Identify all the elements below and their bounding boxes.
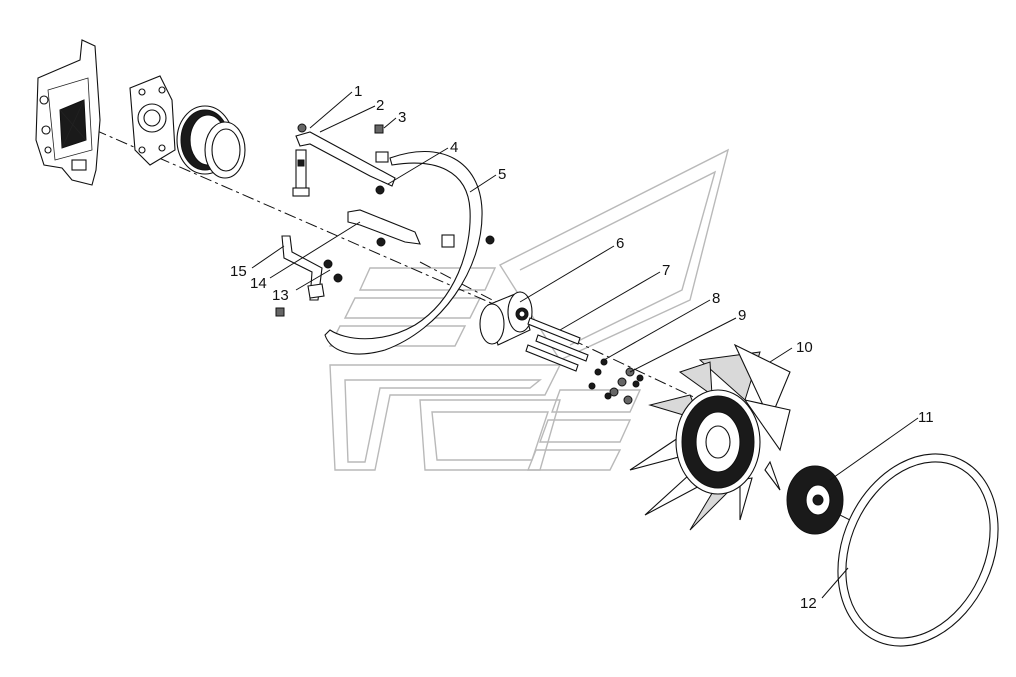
studs [525, 317, 589, 372]
bolt-3 [374, 124, 389, 195]
callout-12: 12 [800, 595, 817, 612]
callout-4: 4 [450, 139, 458, 156]
fan-clutch-hub [479, 291, 533, 346]
nuts-washers [588, 358, 644, 405]
guard-ring [837, 453, 999, 647]
callout-1: 1 [354, 83, 362, 100]
callout-8: 8 [712, 290, 720, 307]
callout-14: 14 [250, 275, 267, 292]
callout-10: 10 [796, 339, 813, 356]
callout-3: 3 [398, 109, 406, 126]
callout-5: 5 [498, 166, 506, 183]
fan [629, 343, 791, 531]
callout-2: 2 [376, 97, 384, 114]
leader-lines [251, 91, 919, 599]
viscous-drive [786, 465, 844, 535]
callout-labels: 1 2 3 4 5 6 7 8 9 10 11 12 13 14 15 [230, 83, 934, 612]
fan-shroud-ring [324, 150, 483, 355]
callout-11: 11 [918, 409, 934, 426]
callout-6: 6 [616, 235, 624, 252]
callout-9: 9 [738, 307, 746, 324]
engine-front-housing [35, 39, 101, 186]
pulley [176, 105, 246, 179]
upper-bracket [292, 123, 396, 197]
callout-7: 7 [662, 262, 670, 279]
spacer-plate [129, 75, 176, 166]
callout-13: 13 [272, 287, 289, 304]
callout-15: 15 [230, 263, 247, 280]
lower-bracket [275, 209, 495, 317]
